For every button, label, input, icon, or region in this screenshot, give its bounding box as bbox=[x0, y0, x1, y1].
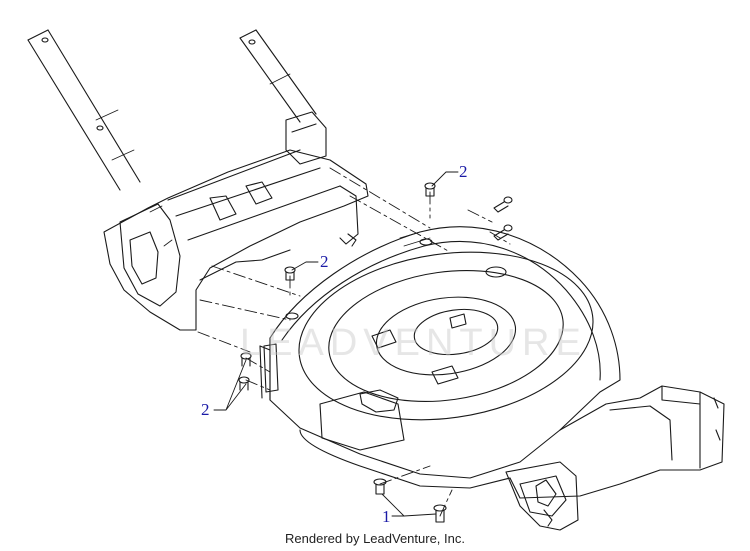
mower-deck-body bbox=[259, 226, 621, 489]
right-handle-tube bbox=[239, 29, 317, 123]
footer-credit: Rendered by LeadVenture, Inc. bbox=[285, 531, 465, 546]
callout-2-middle: 2 bbox=[320, 252, 329, 271]
left-handle-tube bbox=[27, 29, 141, 191]
handle-bracket-assembly bbox=[103, 111, 369, 331]
rear-discharge-chute bbox=[509, 385, 725, 499]
screw-mid bbox=[284, 266, 296, 281]
screw-left-b bbox=[238, 376, 250, 391]
callout-2-left: 2 bbox=[201, 400, 210, 419]
callout-2-top: 2 bbox=[459, 162, 468, 181]
callout-1-bottom: 1 bbox=[382, 507, 391, 526]
leadventure-watermark: LEADVENTURE bbox=[240, 322, 587, 364]
callout-leaders bbox=[213, 171, 459, 517]
bolt-bottom-b bbox=[433, 504, 447, 523]
rear-wheel-bracket bbox=[505, 461, 579, 531]
screw-left-a bbox=[240, 352, 252, 367]
screw-right-b bbox=[493, 224, 513, 241]
screw-top-a bbox=[424, 182, 436, 197]
screw-right-a bbox=[493, 196, 513, 213]
bolt-bottom-a bbox=[373, 478, 387, 495]
